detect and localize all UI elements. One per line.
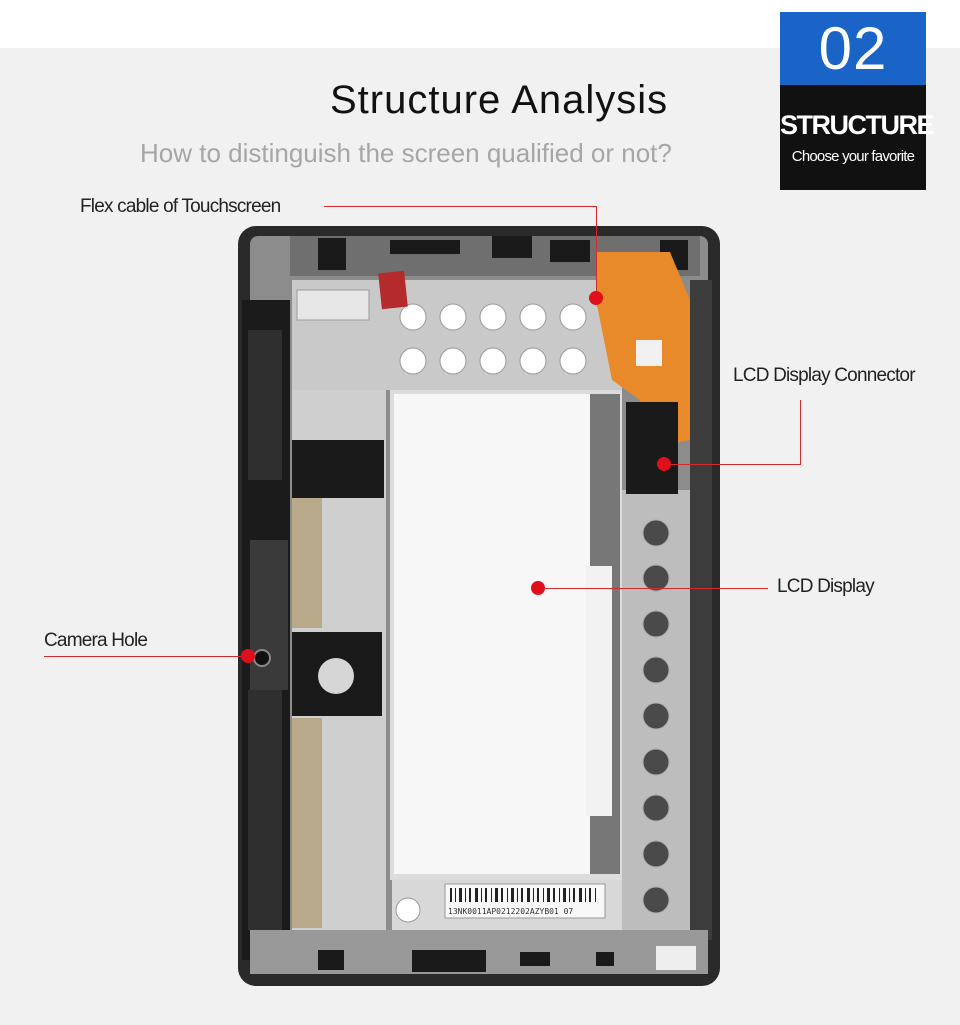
page-subtitle: How to distinguish the screen qualified …: [140, 138, 672, 168]
marker-flex-cable: [589, 291, 603, 305]
leader-line-connector-h: [664, 464, 801, 465]
lcd-connector: [626, 402, 678, 494]
marker-lcd-display: [531, 581, 545, 595]
leader-line-display: [538, 588, 768, 589]
label-camera-hole: Camera Hole: [44, 630, 148, 651]
leader-line-flex-h: [324, 206, 596, 207]
label-lcd-display: LCD Display: [777, 576, 875, 597]
leader-line-camera: [44, 656, 248, 657]
label-flex-cable: Flex cable of Touchscreen: [80, 196, 281, 217]
marker-camera-hole: [241, 649, 255, 663]
section-title: STRUCTURE: [780, 110, 935, 140]
marker-lcd-connector: [657, 457, 671, 471]
barcode-label: 13NK0011AP0212202AZYB01 07: [448, 907, 573, 916]
section-tagline: Choose your favorite: [791, 148, 915, 165]
leader-line-connector-v: [800, 400, 801, 465]
section-number: 02: [780, 12, 926, 85]
leader-line-flex-v: [596, 206, 597, 298]
label-lcd-connector: LCD Display Connector: [733, 365, 916, 386]
page-title: Structure Analysis: [330, 78, 669, 122]
section-badge: 02 STRUCTURE Choose your favorite: [780, 12, 935, 190]
